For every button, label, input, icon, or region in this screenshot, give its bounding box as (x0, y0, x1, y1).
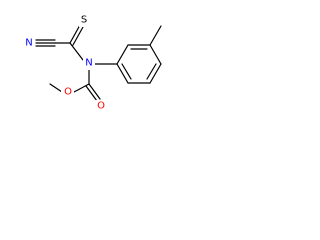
ring-bond-c3-c4 (149, 44, 162, 65)
nitrile-nitrogen-label: N (25, 38, 32, 49)
thiocarbonyl-double-bond-1 (69, 24, 81, 44)
ring-bond-c6-c1 (116, 63, 129, 84)
sulfur-label: S (81, 15, 87, 26)
amide-nitrogen-label: N (85, 58, 92, 69)
ester-oxygen-label: O (64, 87, 72, 98)
molecule-structure: N S N O O (23, 13, 162, 113)
atom-labels: N S N O O (23, 13, 108, 113)
carbamate-to-ester-oxygen-bond (73, 83, 90, 93)
ring-bond-c1-c2 (116, 44, 129, 65)
ester-oxygen-to-methyl-bond (49, 83, 63, 93)
structure-canvas: N S N O O (0, 0, 188, 124)
ring-methyl-bond (149, 25, 162, 46)
carbonyl-oxygen-label: O (97, 101, 105, 112)
ring-inner-double-bond-3 (121, 63, 132, 80)
bonds (35, 24, 162, 102)
ring-inner-double-bond-2 (146, 63, 157, 80)
ring-bond-c4-c5 (149, 63, 162, 84)
carbonyl-double-bond-2 (85, 85, 98, 102)
thioyl-to-nitrogen-bond (69, 42, 84, 61)
thiocarbonyl-double-bond-2 (72, 26, 84, 46)
carbonyl-double-bond-1 (88, 83, 101, 100)
